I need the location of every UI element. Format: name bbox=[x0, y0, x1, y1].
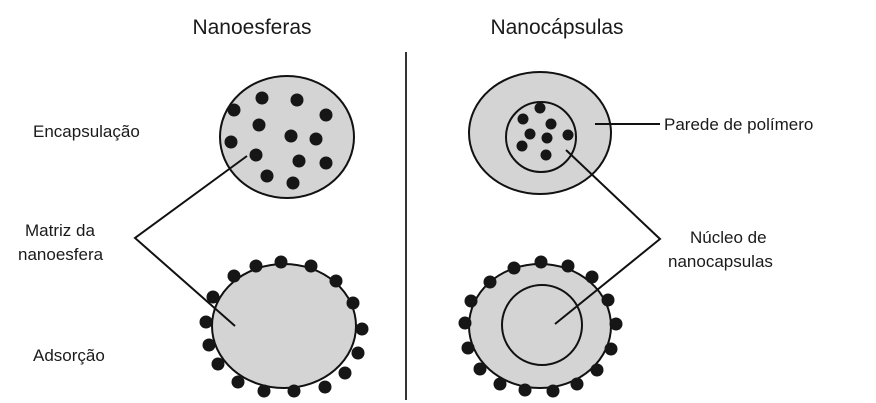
polymer-wall-label: Parede de polímero bbox=[664, 115, 813, 134]
nanocapsule-bottom bbox=[459, 256, 623, 398]
nanosphere-title: Nanoesferas bbox=[192, 16, 311, 39]
matrix-label-line2: nanoesfera bbox=[18, 245, 104, 264]
nanosphere-adsorption bbox=[200, 256, 369, 398]
nanosphere-encapsulation bbox=[220, 76, 354, 198]
adsorption-label: Adsorção bbox=[33, 346, 105, 365]
nanocapsule-title: Nanocápsulas bbox=[490, 16, 623, 39]
core-label-line2: nanocapsulas bbox=[668, 252, 773, 271]
matrix-label-line1: Matriz da bbox=[25, 221, 95, 240]
encapsulation-label: Encapsulação bbox=[33, 122, 140, 141]
capsule-core-bottom bbox=[502, 285, 582, 365]
nanocapsule-top bbox=[469, 72, 611, 194]
core-label-line1: Núcleo de bbox=[690, 228, 767, 247]
